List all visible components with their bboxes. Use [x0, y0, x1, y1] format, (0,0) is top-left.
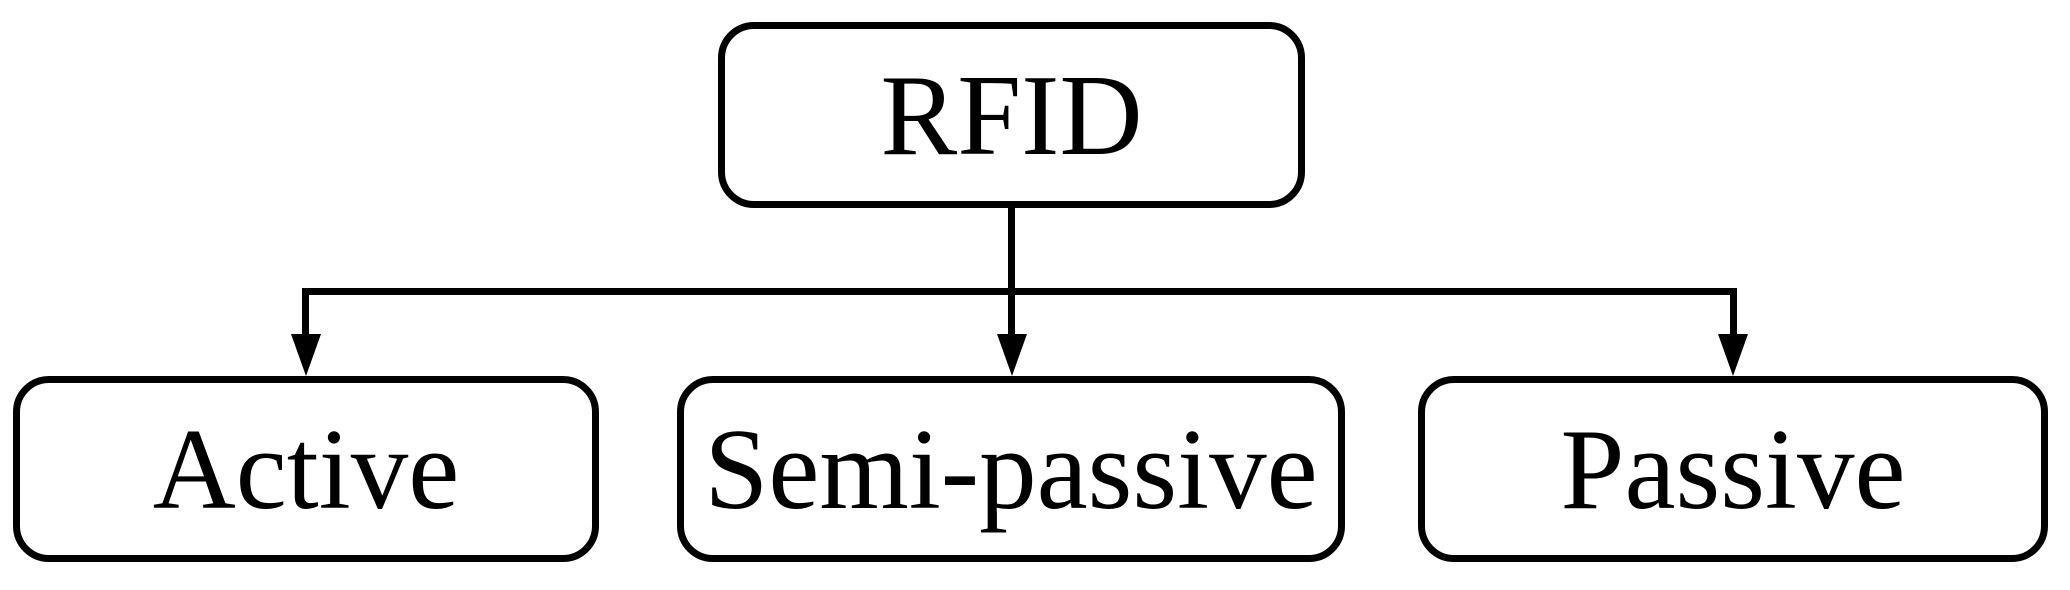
arrowhead-active-icon	[291, 334, 321, 376]
node-semi-passive-label: Semi-passive	[704, 405, 1318, 533]
connector-drop-passive	[1730, 288, 1737, 340]
node-passive-label: Passive	[1560, 405, 1906, 533]
node-rfid: RFID	[718, 22, 1305, 208]
node-active-label: Active	[152, 405, 460, 533]
connector-root-stem	[1008, 208, 1015, 340]
distribution-line	[302, 288, 1737, 295]
node-semi-passive: Semi-passive	[677, 376, 1345, 562]
connector-drop-active	[302, 288, 309, 340]
node-passive: Passive	[1418, 376, 2048, 562]
arrowhead-passive-icon	[1718, 334, 1748, 376]
node-active: Active	[13, 376, 599, 562]
arrowhead-semi-passive-icon	[997, 334, 1027, 376]
node-rfid-label: RFID	[880, 51, 1143, 179]
